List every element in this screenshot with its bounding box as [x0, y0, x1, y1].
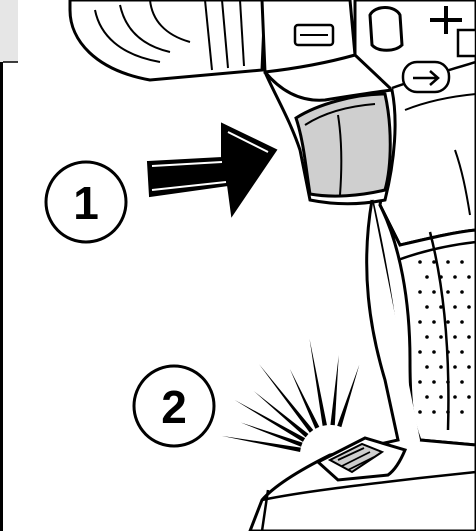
step-1-number: 1 [73, 177, 99, 229]
grip-dot [446, 350, 450, 354]
grip-dot [418, 260, 422, 264]
grip-dot [460, 380, 464, 384]
grip-dot [432, 380, 436, 384]
grip-dot [432, 260, 436, 264]
burst-ray [330, 355, 338, 425]
grip-dot [432, 290, 436, 294]
grip-dot [467, 305, 471, 309]
burst-ray [259, 364, 313, 432]
burst-ray [337, 365, 359, 427]
grip-dot [467, 335, 471, 339]
grip-dot [453, 335, 457, 339]
grip-dot [460, 350, 464, 354]
grip-dot [460, 410, 464, 414]
grip-dot [439, 275, 443, 279]
grip-dot [418, 350, 422, 354]
grip-dot [432, 320, 436, 324]
grip-dot [453, 395, 457, 399]
grip-dot [425, 305, 429, 309]
frame-left-edge [0, 0, 3, 531]
drill-chuck [70, 0, 265, 80]
grip-dot [432, 410, 436, 414]
grip-dot [418, 290, 422, 294]
step-1-badge: 1 [46, 162, 126, 242]
light-burst-icon [222, 339, 360, 452]
drill-collar [262, 0, 355, 72]
grip-dot [439, 305, 443, 309]
grip-dot [467, 395, 471, 399]
grip-dot [432, 350, 436, 354]
grip-dot [425, 395, 429, 399]
grip-dot [418, 320, 422, 324]
step-2-number: 2 [161, 381, 187, 433]
grip-dot [446, 290, 450, 294]
step-2-badge: 2 [134, 366, 214, 446]
grip-dot [425, 335, 429, 339]
grip-dot [467, 275, 471, 279]
grip-dot [446, 380, 450, 384]
grip-dot [418, 380, 422, 384]
grip-dot [446, 320, 450, 324]
grip-dot [453, 275, 457, 279]
grip-dot [453, 365, 457, 369]
trigger-button [296, 94, 390, 196]
grip-dot [425, 365, 429, 369]
grip-dot [460, 290, 464, 294]
grip-dot [439, 365, 443, 369]
grip-dot [425, 275, 429, 279]
grip-dot [446, 410, 450, 414]
press-arrow-icon [148, 124, 276, 215]
grip-dot [467, 365, 471, 369]
grip-dot [453, 305, 457, 309]
frame-corner-tab [0, 0, 18, 62]
grip-dot [446, 260, 450, 264]
grip-dot [439, 335, 443, 339]
grip-dot [460, 260, 464, 264]
grip-dot [439, 395, 443, 399]
grip-dot [460, 320, 464, 324]
burst-ray [235, 400, 305, 442]
grip-dot [418, 410, 422, 414]
